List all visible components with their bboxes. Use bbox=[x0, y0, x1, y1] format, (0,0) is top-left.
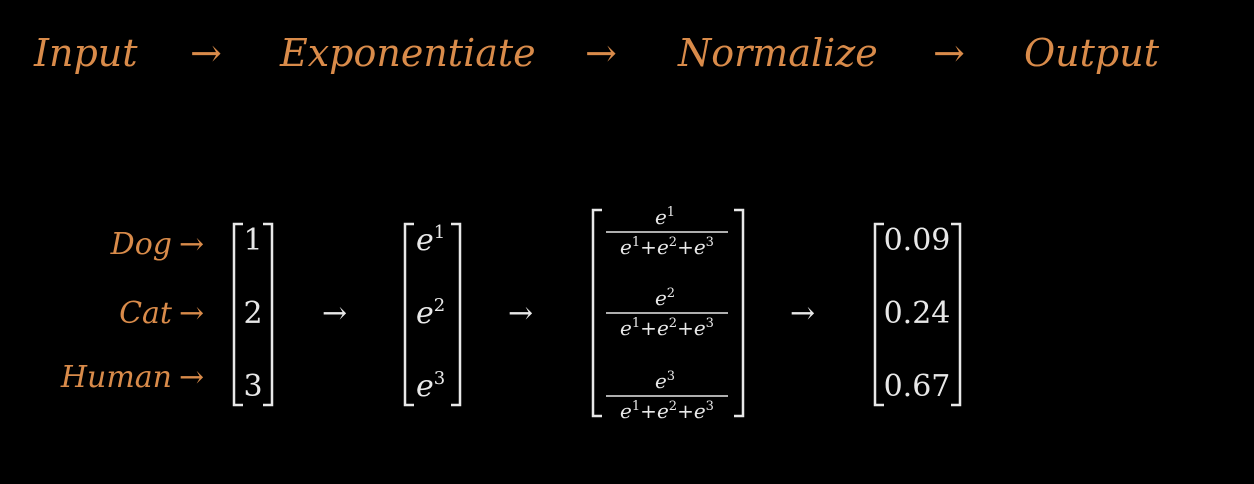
exp-entry: e1 bbox=[416, 222, 445, 258]
label-dog: Dog bbox=[110, 227, 172, 262]
output-vector: 0.09 0.24 0.67 bbox=[873, 222, 962, 407]
label-cat-arrow: → bbox=[179, 296, 204, 331]
normalized-vector: e1 e1+e2+e3 e2 e1+e2+e3 e3 e1+e2+e3 bbox=[591, 205, 745, 423]
arrow-1: → bbox=[190, 31, 222, 75]
fraction-numerator: e1 bbox=[655, 205, 675, 229]
step-normalize: Normalize bbox=[677, 31, 878, 75]
pipeline-header: Input → Exponentiate → Normalize → Outpu… bbox=[33, 31, 1160, 75]
step-exponentiate: Exponentiate bbox=[279, 31, 536, 75]
fraction-denominator: e1+e2+e3 bbox=[620, 316, 714, 340]
step-input: Input bbox=[33, 31, 138, 75]
output-value: 0.09 bbox=[884, 223, 951, 258]
vector-arrow: → bbox=[790, 296, 815, 331]
exp-right-bracket bbox=[451, 222, 462, 407]
fraction-denominator: e1+e2+e3 bbox=[620, 235, 714, 259]
exp-left-bracket bbox=[403, 222, 414, 407]
exp-entry: e2 bbox=[416, 295, 445, 331]
step-output: Output bbox=[1024, 31, 1160, 75]
fraction-numerator: e3 bbox=[655, 369, 675, 393]
norm-left-bracket bbox=[591, 208, 602, 418]
exp-entry: e3 bbox=[416, 368, 445, 404]
input-vector: 1 2 3 bbox=[232, 222, 274, 407]
vector-arrow: → bbox=[508, 296, 533, 331]
input-right-bracket bbox=[263, 222, 274, 407]
fraction-1: e1 e1+e2+e3 bbox=[606, 205, 728, 259]
label-cat: Cat bbox=[119, 296, 173, 331]
fraction-3: e3 e1+e2+e3 bbox=[606, 369, 728, 423]
label-human-arrow: → bbox=[179, 360, 204, 395]
vector-arrow: → bbox=[322, 296, 347, 331]
input-value: 3 bbox=[243, 369, 262, 404]
input-left-bracket bbox=[232, 222, 243, 407]
input-value: 2 bbox=[243, 296, 262, 331]
arrow-3: → bbox=[933, 31, 965, 75]
label-human: Human bbox=[60, 360, 172, 395]
norm-right-bracket bbox=[734, 208, 745, 418]
output-left-bracket bbox=[873, 222, 884, 407]
fraction-numerator: e2 bbox=[655, 286, 675, 310]
fraction-2: e2 e1+e2+e3 bbox=[606, 286, 728, 340]
output-right-bracket bbox=[951, 222, 962, 407]
output-value: 0.67 bbox=[884, 369, 951, 404]
output-value: 0.24 bbox=[884, 296, 951, 331]
exp-vector: e1 e2 e3 bbox=[403, 222, 462, 407]
row-labels: Dog → Cat → Human → bbox=[60, 227, 204, 395]
arrow-2: → bbox=[585, 31, 617, 75]
label-dog-arrow: → bbox=[179, 227, 204, 262]
fraction-denominator: e1+e2+e3 bbox=[620, 399, 714, 423]
input-value: 1 bbox=[243, 223, 262, 258]
